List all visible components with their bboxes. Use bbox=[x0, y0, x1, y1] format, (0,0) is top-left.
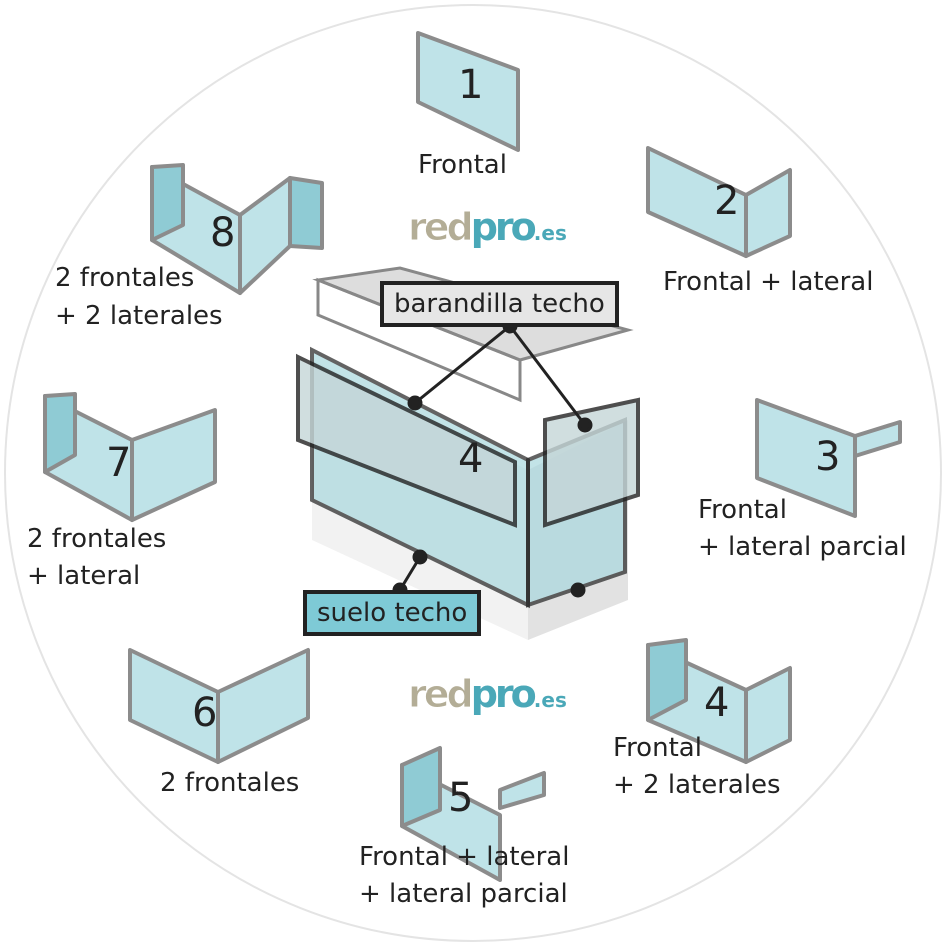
logo-text-pro: pro bbox=[470, 672, 537, 716]
panel-option-6 bbox=[128, 648, 310, 764]
panel-option-2 bbox=[646, 146, 792, 258]
option-5-number: 5 bbox=[448, 775, 474, 821]
option-4-number: 4 bbox=[704, 680, 730, 726]
brand-logo-bottom: redpro.es bbox=[408, 672, 567, 717]
brand-logo-top: redpro.es bbox=[408, 205, 567, 250]
option-3-label-line2: + lateral parcial bbox=[698, 532, 907, 562]
option-7-number: 7 bbox=[106, 440, 132, 486]
panel-option-3 bbox=[755, 398, 902, 518]
option-1-label: Frontal bbox=[418, 150, 507, 180]
option-2-number: 2 bbox=[714, 178, 740, 224]
option-6-number: 6 bbox=[192, 690, 218, 736]
option-2-label: Frontal + lateral bbox=[663, 267, 874, 297]
option-4-label-line1: Frontal bbox=[613, 733, 702, 763]
option-7-label-line1: 2 frontales bbox=[27, 524, 167, 554]
option-3-number: 3 bbox=[815, 434, 841, 480]
panel-option-5 bbox=[400, 746, 546, 882]
option-5-label-line2: + lateral parcial bbox=[359, 879, 568, 909]
panel-option-8 bbox=[150, 163, 324, 295]
option-1-number: 1 bbox=[458, 62, 484, 108]
center-number: 4 bbox=[458, 436, 484, 482]
option-5-label-line1: Frontal + lateral bbox=[359, 842, 570, 872]
logo-text-es: .es bbox=[533, 688, 567, 712]
logo-text-red: red bbox=[408, 672, 475, 717]
option-8-number: 8 bbox=[210, 210, 236, 256]
logo-text-red: red bbox=[408, 205, 475, 250]
option-6-label: 2 frontales bbox=[160, 768, 300, 798]
option-3-label-line1: Frontal bbox=[698, 495, 787, 525]
logo-text-es: .es bbox=[533, 221, 567, 245]
callout-railing: barandilla techo bbox=[380, 281, 619, 327]
option-8-label-line2: + 2 laterales bbox=[55, 301, 223, 331]
logo-text-pro: pro bbox=[470, 205, 537, 249]
option-4-label-line2: + 2 laterales bbox=[613, 770, 781, 800]
panel-option-1 bbox=[416, 31, 520, 152]
panel-option-4 bbox=[646, 638, 792, 764]
panel-option-7 bbox=[43, 392, 217, 522]
option-7-label-line2: + lateral bbox=[27, 561, 141, 591]
option-8-label-line1: 2 frontales bbox=[55, 263, 195, 293]
callout-floor: suelo techo bbox=[303, 590, 482, 636]
